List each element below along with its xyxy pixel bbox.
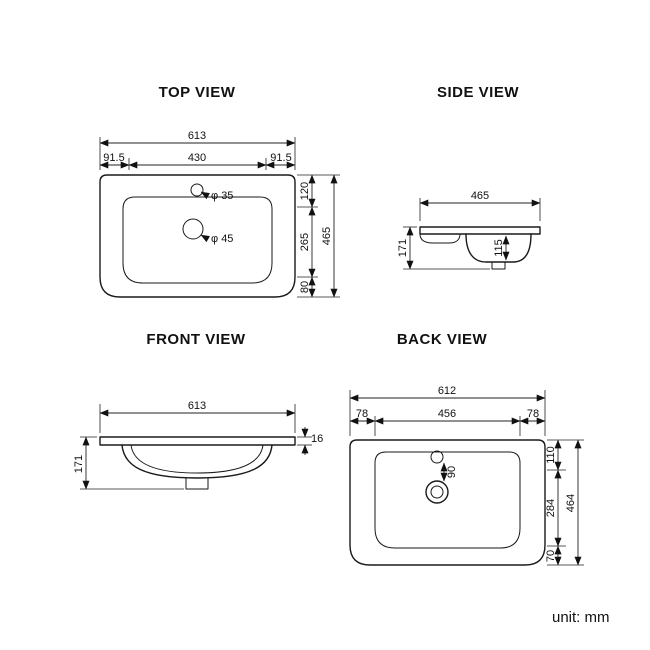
dim-back-height-total: 464: [565, 494, 577, 512]
front-view-bowl-outer: [121, 444, 273, 479]
side-view-bowl: [465, 233, 532, 263]
side-view-front-roll: [419, 233, 461, 244]
top-view-depth-dims: 120 265 80 465: [297, 174, 340, 298]
top-view-title: TOP VIEW: [159, 84, 236, 101]
dim-front-thickness: 16: [311, 433, 323, 445]
dim-front-width: 613: [188, 400, 206, 412]
front-view-title: FRONT VIEW: [146, 331, 246, 348]
dim-front-height: 171: [73, 455, 85, 473]
dim-top-bowl-width: 430: [188, 152, 206, 164]
dim-top-depth-front: 120: [299, 182, 311, 200]
dim-back-seg-bottom: 70: [545, 550, 557, 562]
side-view-drain-stub: [491, 262, 506, 270]
dim-back-hole-spacing: 90: [446, 466, 458, 478]
dim-top-seg-right: 91.5: [270, 152, 291, 164]
top-view-basin-outline: [99, 174, 296, 298]
dim-top-depth-back: 80: [299, 281, 311, 293]
drain-hole-label: φ 45: [211, 233, 233, 245]
dim-back-seg-left: 78: [356, 408, 368, 420]
drain-hole: [182, 218, 204, 240]
dim-top-seg-left: 91.5: [103, 152, 124, 164]
top-view: TOP VIEW φ 35 φ 45 613 91.5 430: [99, 84, 340, 298]
back-view-height-dims: 110 284 70 464: [545, 439, 584, 566]
back-view-title: BACK VIEW: [397, 331, 488, 348]
back-view: BACK VIEW 612 78 456 78 90: [349, 331, 584, 566]
dim-top-depth-mid: 265: [299, 233, 311, 251]
top-view-bowl-outline: [122, 196, 273, 284]
back-faucet-hole: [430, 450, 444, 464]
dim-top-width: 613: [188, 130, 206, 142]
side-view-width-dim: 465: [419, 190, 541, 221]
side-view-bowl-depth-dim: 115: [493, 235, 510, 261]
dim-back-seg-mid: 284: [545, 499, 557, 517]
back-drain-outer: [425, 480, 449, 504]
back-view-basin-outline: [349, 439, 546, 566]
back-view-width-dims: 612 78 456 78: [349, 385, 546, 436]
dim-side-height: 171: [397, 239, 409, 257]
faucet-hole: [190, 183, 204, 197]
side-view-height-dim: 171: [397, 226, 490, 270]
front-view-thickness-dim: 16: [297, 427, 323, 455]
side-view: SIDE VIEW 465 115 171: [397, 84, 541, 270]
dim-side-width: 465: [471, 190, 489, 202]
side-view-title: SIDE VIEW: [437, 84, 519, 101]
back-view-bowl-outline: [374, 451, 521, 549]
back-view-hole-spacing-dim: 90: [440, 462, 458, 482]
drain-hole-callout: φ 45: [200, 233, 233, 245]
faucet-hole-label: φ 35: [211, 190, 233, 202]
dim-side-bowl-depth: 115: [493, 239, 505, 257]
front-view-drain-box: [185, 478, 209, 490]
dim-top-depth-total: 465: [321, 227, 333, 245]
back-drain-inner: [430, 485, 444, 499]
front-view-width-dim: 613: [99, 400, 296, 433]
side-view-rim: [419, 226, 541, 235]
dim-back-seg-right: 78: [527, 408, 539, 420]
dim-back-seg-top: 110: [545, 446, 557, 464]
front-view-bowl-inner: [130, 444, 264, 474]
dim-back-width: 612: [438, 385, 456, 397]
top-view-width-dims: 613 91.5 430 91.5: [99, 130, 296, 170]
front-view: FRONT VIEW 613 16 171: [73, 331, 323, 490]
dim-back-bowl-width: 456: [438, 408, 456, 420]
front-view-rim: [99, 436, 296, 446]
front-view-height-dim: 171: [73, 436, 184, 490]
faucet-hole-callout: φ 35: [200, 190, 233, 202]
unit-label: unit: mm: [552, 609, 610, 626]
